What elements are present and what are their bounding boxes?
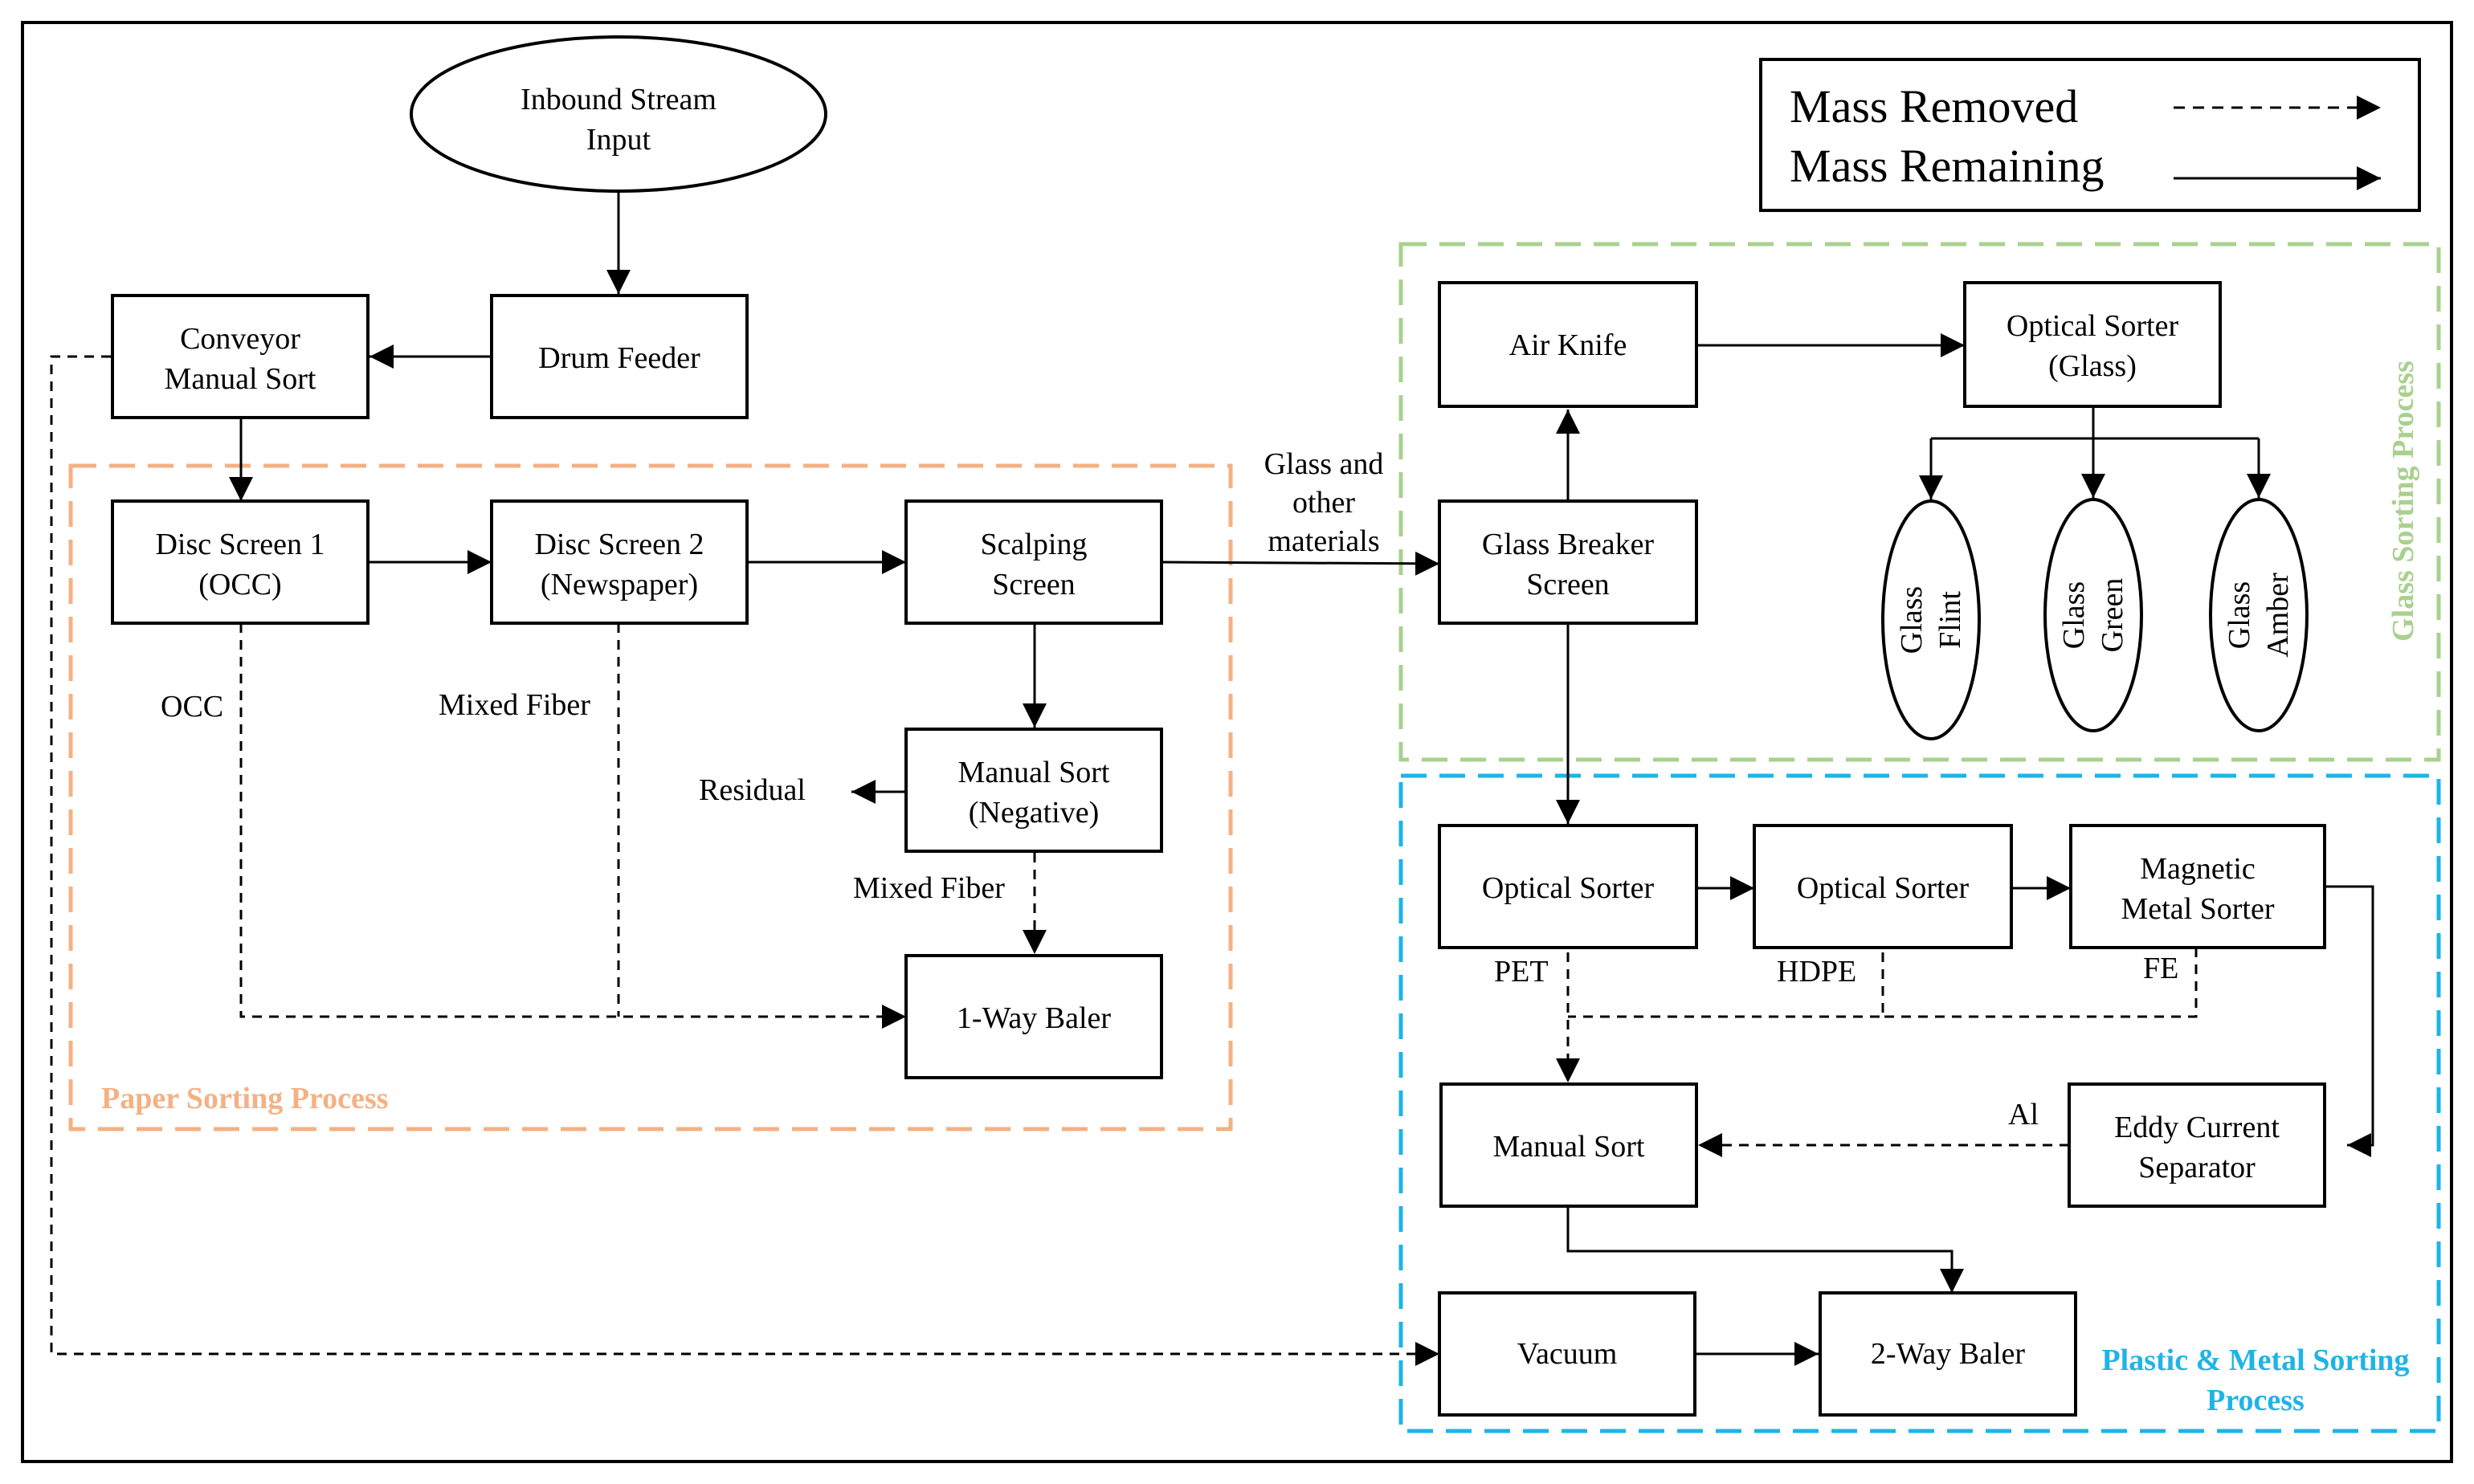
scalping-label-1: Scalping	[981, 528, 1088, 561]
optical-glass-label-2: (Glass)	[2048, 349, 2137, 383]
edge-optical2-manualsort	[1568, 952, 1884, 1018]
node-disc-screen-1	[111, 499, 369, 625]
edge-magnetic-manualsort	[1883, 948, 2198, 1018]
eddy-label-2: Separator	[2138, 1151, 2256, 1184]
edge-conveyor-vacuum	[50, 355, 1439, 1366]
plastic-region-label-line1: Plastic & Metal Sorting	[2101, 1343, 2409, 1377]
glass-flint-label-1: Glass	[1895, 586, 1929, 654]
glass-breaker-label-2: Screen	[1526, 568, 1609, 601]
node-glass-flint	[1881, 499, 1981, 740]
disc2-label-2: (Newspaper)	[541, 568, 698, 601]
edge-magnetic-eddy	[2325, 885, 2374, 1157]
paper-region-label: Paper Sorting Process	[101, 1082, 388, 1115]
node-disc-screen-2	[490, 499, 749, 625]
scalping-label-2: Screen	[992, 568, 1075, 601]
node-optical-sorter-2	[1753, 824, 2013, 949]
node-2-way-baler	[1819, 1291, 2077, 1417]
optical1-label: Optical Sorter	[1482, 871, 1655, 905]
node-glass-amber	[2209, 498, 2309, 732]
optical-glass-label-1: Optical Sorter	[2007, 309, 2179, 343]
optical2-label: Optical Sorter	[1797, 871, 1970, 905]
legend-box	[1759, 58, 2421, 212]
plastic-region-border	[1398, 773, 2441, 1433]
node-manual-sort-negative	[904, 728, 1163, 853]
glass-green-label-1: Glass	[2057, 581, 2091, 649]
manual-neg-label-1: Manual Sort	[958, 756, 1110, 789]
disc2-label-1: Disc Screen 2	[534, 528, 704, 561]
legend-remaining-label: Mass Remaining	[1790, 140, 2104, 192]
node-1-way-baler	[904, 954, 1163, 1079]
occ-label: OCC	[161, 690, 223, 724]
inbound-label-2: Input	[586, 123, 651, 157]
node-conveyor-manual-sort	[111, 294, 369, 419]
node-optical-sorter-1	[1438, 824, 1698, 949]
disc1-label-2: (OCC)	[198, 568, 281, 601]
paper-region-border	[68, 463, 1233, 1131]
glass-other-label-3: materials	[1268, 524, 1379, 558]
mixed-fiber-label-2: Mixed Fiber	[853, 871, 1005, 905]
node-scalping-screen	[904, 499, 1163, 625]
conveyor-label-2: Manual Sort	[165, 362, 316, 396]
node-optical-sorter-glass	[1963, 281, 2222, 408]
pet-label: PET	[1494, 955, 1549, 989]
baler2-label: 2-Way Baler	[1871, 1337, 2025, 1371]
glass-region-border	[1398, 242, 2441, 762]
glass-amber-label-2: Amber	[2261, 573, 2295, 658]
node-air-knife	[1438, 281, 1698, 408]
glass-flint-label-2: Flint	[1933, 591, 1967, 649]
mixed-fiber-label-1: Mixed Fiber	[439, 688, 590, 722]
glass-breaker-label-1: Glass Breaker	[1482, 528, 1655, 561]
outer-frame	[21, 21, 2453, 1463]
glass-other-label-2: other	[1292, 486, 1355, 520]
node-manual-sort	[1439, 1082, 1698, 1208]
magnetic-label-1: Magnetic	[2140, 852, 2256, 886]
hdpe-label: HDPE	[1777, 955, 1856, 989]
plastic-region-label-line2: Process	[2207, 1384, 2305, 1417]
air-knife-label: Air Knife	[1509, 328, 1627, 362]
al-label: Al	[2008, 1098, 2039, 1131]
inbound-label-1: Inbound Stream	[521, 83, 716, 116]
node-eddy-current-separator	[2068, 1082, 2326, 1208]
disc1-label-1: Disc Screen 1	[155, 528, 325, 561]
conveyor-label-1: Conveyor	[180, 322, 300, 356]
edge-scalping-breaker	[1161, 551, 1440, 576]
edge-manualsort-baler2	[1566, 1208, 1964, 1293]
vacuum-label: Vacuum	[1517, 1337, 1618, 1371]
eddy-label-1: Eddy Current	[2114, 1111, 2280, 1144]
drum-feeder-label: Drum Feeder	[538, 341, 700, 375]
glass-amber-label-1: Glass	[2223, 581, 2256, 649]
manual-sort-label: Manual Sort	[1493, 1130, 1645, 1164]
legend-removed-label: Mass Removed	[1790, 80, 2078, 132]
magnetic-label-2: Metal Sorter	[2121, 892, 2274, 926]
node-glass-breaker-screen	[1438, 499, 1698, 625]
node-inbound-stream	[410, 35, 827, 193]
node-glass-green	[2043, 498, 2143, 732]
glass-other-label-1: Glass and	[1264, 447, 1384, 481]
edge-disc1-baler1	[239, 623, 906, 1029]
glass-green-label-2: Green	[2096, 578, 2129, 653]
glass-region-label: Glass Sorting Process	[2386, 361, 2420, 642]
baler1-label: 1-Way Baler	[957, 1001, 1111, 1035]
manual-neg-label-2: (Negative)	[969, 796, 1099, 830]
node-drum-feeder	[490, 294, 749, 419]
residual-label: Residual	[699, 773, 806, 807]
fe-label: FE	[2143, 952, 2178, 985]
node-magnetic-metal-sorter	[2069, 824, 2326, 949]
node-vacuum	[1438, 1291, 1696, 1417]
